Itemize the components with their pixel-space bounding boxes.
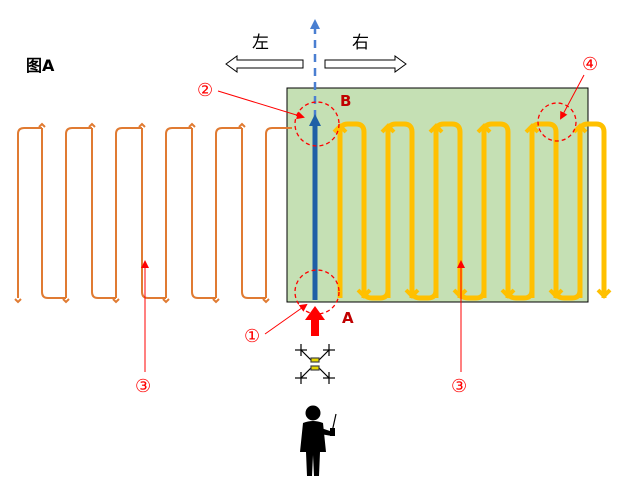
left-path-segment <box>41 128 66 299</box>
callout-1-leader <box>264 303 308 335</box>
right-path-arrow <box>524 123 540 134</box>
left-path-arrow <box>188 122 196 128</box>
right-path-arrow <box>428 123 444 134</box>
turn-circle <box>537 102 577 142</box>
left-path-segment <box>65 127 92 298</box>
left-path-segment <box>191 128 216 299</box>
callout-3-right: ③ <box>451 376 467 397</box>
callout-4-leader <box>560 74 585 120</box>
drone-icon <box>295 344 335 384</box>
center-line-arrowhead <box>309 114 321 126</box>
left-flight-path <box>14 122 292 304</box>
operator-icon <box>300 405 337 476</box>
point-a-label: A <box>342 309 354 327</box>
left-path-arrow <box>162 298 170 304</box>
callout-3-left: ③ <box>135 376 151 397</box>
right-path-arrow <box>476 123 492 134</box>
right-path-arrow <box>332 123 348 134</box>
right-path-arrow <box>356 288 372 299</box>
left-path-segment <box>165 127 192 298</box>
left-path-arrow <box>238 122 246 128</box>
left-path-arrow <box>212 298 220 304</box>
figure-title: 图A <box>26 56 55 75</box>
callout-4: ④ <box>582 54 598 75</box>
point-b-circle <box>294 101 340 147</box>
left-path-arrow <box>14 298 22 304</box>
right-path-arrow <box>596 288 612 299</box>
right-path-arrow <box>500 288 516 299</box>
left-path-arrow <box>138 122 146 128</box>
right-flight-path <box>332 121 612 301</box>
direction-right-arrow <box>324 55 407 73</box>
direction-left-arrow <box>225 55 304 73</box>
direction-left-label: 左 <box>252 33 269 53</box>
right-path-arrow <box>548 288 564 299</box>
left-path-arrow <box>38 122 46 128</box>
start-arrow <box>305 306 325 336</box>
callout-2: ② <box>197 80 213 101</box>
left-path-segment <box>17 127 42 298</box>
left-path-arrow <box>262 298 270 304</box>
right-path-arrow <box>380 123 396 134</box>
left-path-segment <box>215 127 242 298</box>
left-path-arrow <box>88 122 96 128</box>
left-path-segment <box>265 127 292 298</box>
left-path-segment <box>91 128 116 299</box>
right-path-arrow <box>572 123 588 134</box>
callout-1: ① <box>244 326 260 347</box>
left-path-segment <box>115 127 142 298</box>
left-path-segment <box>141 128 166 299</box>
right-path-arrow <box>404 288 420 299</box>
left-path-arrow <box>112 298 120 304</box>
left-path-arrow <box>62 298 70 304</box>
callout-2-leader <box>217 90 305 120</box>
direction-right-label: 右 <box>352 33 369 53</box>
left-path-segment <box>241 128 266 299</box>
right-path-arrow <box>452 288 468 299</box>
point-a-circle <box>294 269 340 315</box>
point-b-label: B <box>340 92 351 110</box>
